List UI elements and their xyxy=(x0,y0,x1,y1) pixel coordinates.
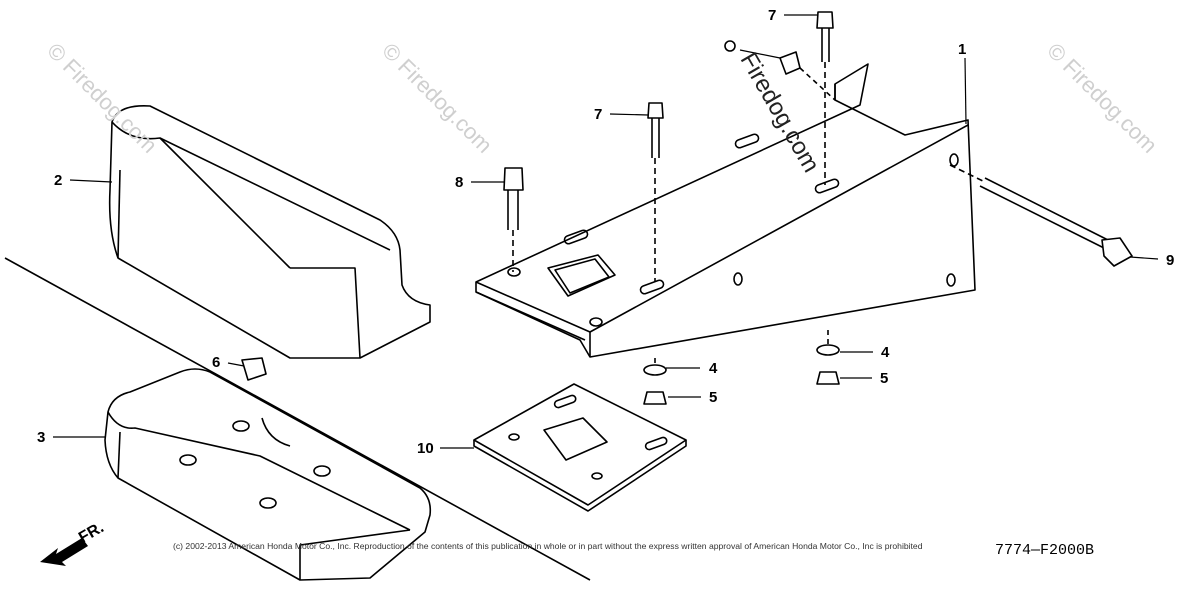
callout-1: 1 xyxy=(958,41,967,58)
part-7-bolt-b xyxy=(647,102,664,282)
part-6-nut-top xyxy=(724,40,836,101)
part-5-nut-a xyxy=(643,391,667,405)
callout-8: 8 xyxy=(455,174,464,191)
callout-10: 10 xyxy=(417,440,434,457)
part-6-nut-left xyxy=(241,357,267,381)
callout-5b: 5 xyxy=(880,370,889,387)
callout-7a: 7 xyxy=(768,7,777,24)
part-10-gasket xyxy=(473,383,687,512)
callout-5a: 5 xyxy=(709,389,718,406)
callout-3: 3 xyxy=(37,429,46,446)
part-4-washer-b xyxy=(816,344,840,356)
callout-7b: 7 xyxy=(594,106,603,123)
part-1-bracket xyxy=(475,63,976,358)
front-direction-arrow xyxy=(40,538,88,566)
diagram-code: 7774—F2000B xyxy=(995,542,1095,559)
ground-line xyxy=(4,257,591,581)
callout-6: 6 xyxy=(212,354,221,371)
part-8-bolt xyxy=(503,167,524,272)
callout-4a: 4 xyxy=(709,360,718,377)
part-9-bolt xyxy=(949,164,1133,267)
callout-4b: 4 xyxy=(881,344,890,361)
copyright-notice: (c) 2002-2013 American Honda Motor Co., … xyxy=(173,541,923,551)
part-5-nut-b xyxy=(816,371,840,385)
callout-2: 2 xyxy=(54,172,63,189)
part-4-washer-a xyxy=(643,364,667,376)
part-3-base xyxy=(104,368,432,581)
callout-9: 9 xyxy=(1166,252,1175,269)
part-2-cover xyxy=(108,105,431,359)
part-7-bolt-a xyxy=(816,11,834,185)
